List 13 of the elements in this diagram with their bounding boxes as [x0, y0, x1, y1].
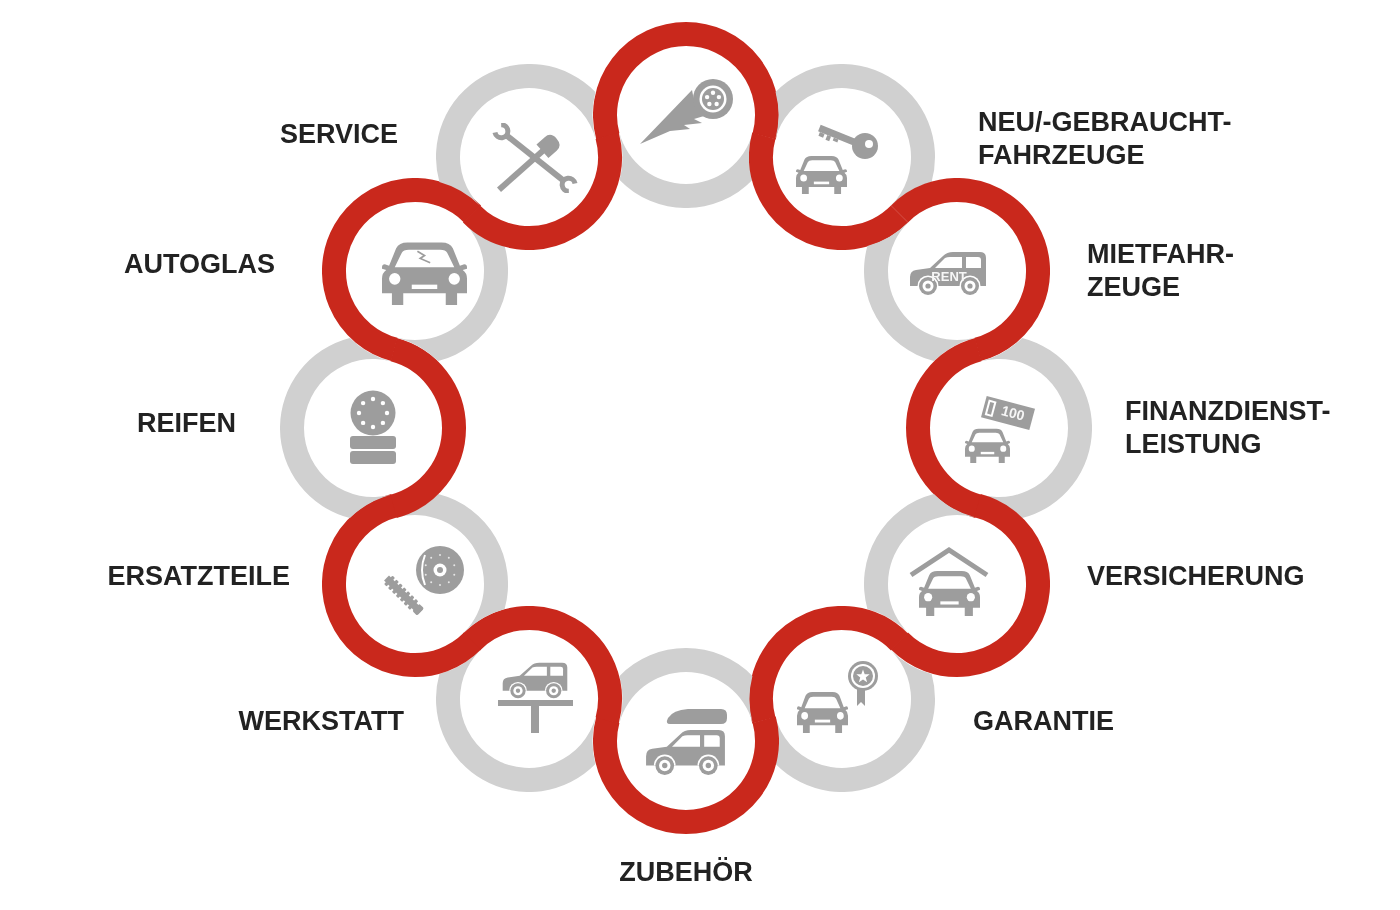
category-label: MIETFAHR- ZEUGE	[1087, 238, 1234, 304]
vehicle-lettering: RENT	[931, 270, 967, 283]
category-label: VERSICHERUNG	[1087, 560, 1305, 593]
category-label: WERKSTATT	[238, 705, 404, 738]
category-label: REIFEN	[137, 407, 236, 440]
category-label: SERVICE	[279, 118, 398, 151]
category-label: ZUBEHÖR	[619, 856, 753, 889]
banknote-value: 100	[1000, 403, 1027, 424]
category-label: ERSATZTEILE	[107, 560, 290, 593]
category-label: AUTOGLAS	[124, 248, 275, 281]
category-label: GARANTIE	[973, 705, 1114, 738]
category-label: FINANZDIENST- LEISTUNG	[1125, 395, 1331, 461]
category-label: NEU/-GEBRAUCHT- FAHRZEUGE	[978, 106, 1232, 172]
